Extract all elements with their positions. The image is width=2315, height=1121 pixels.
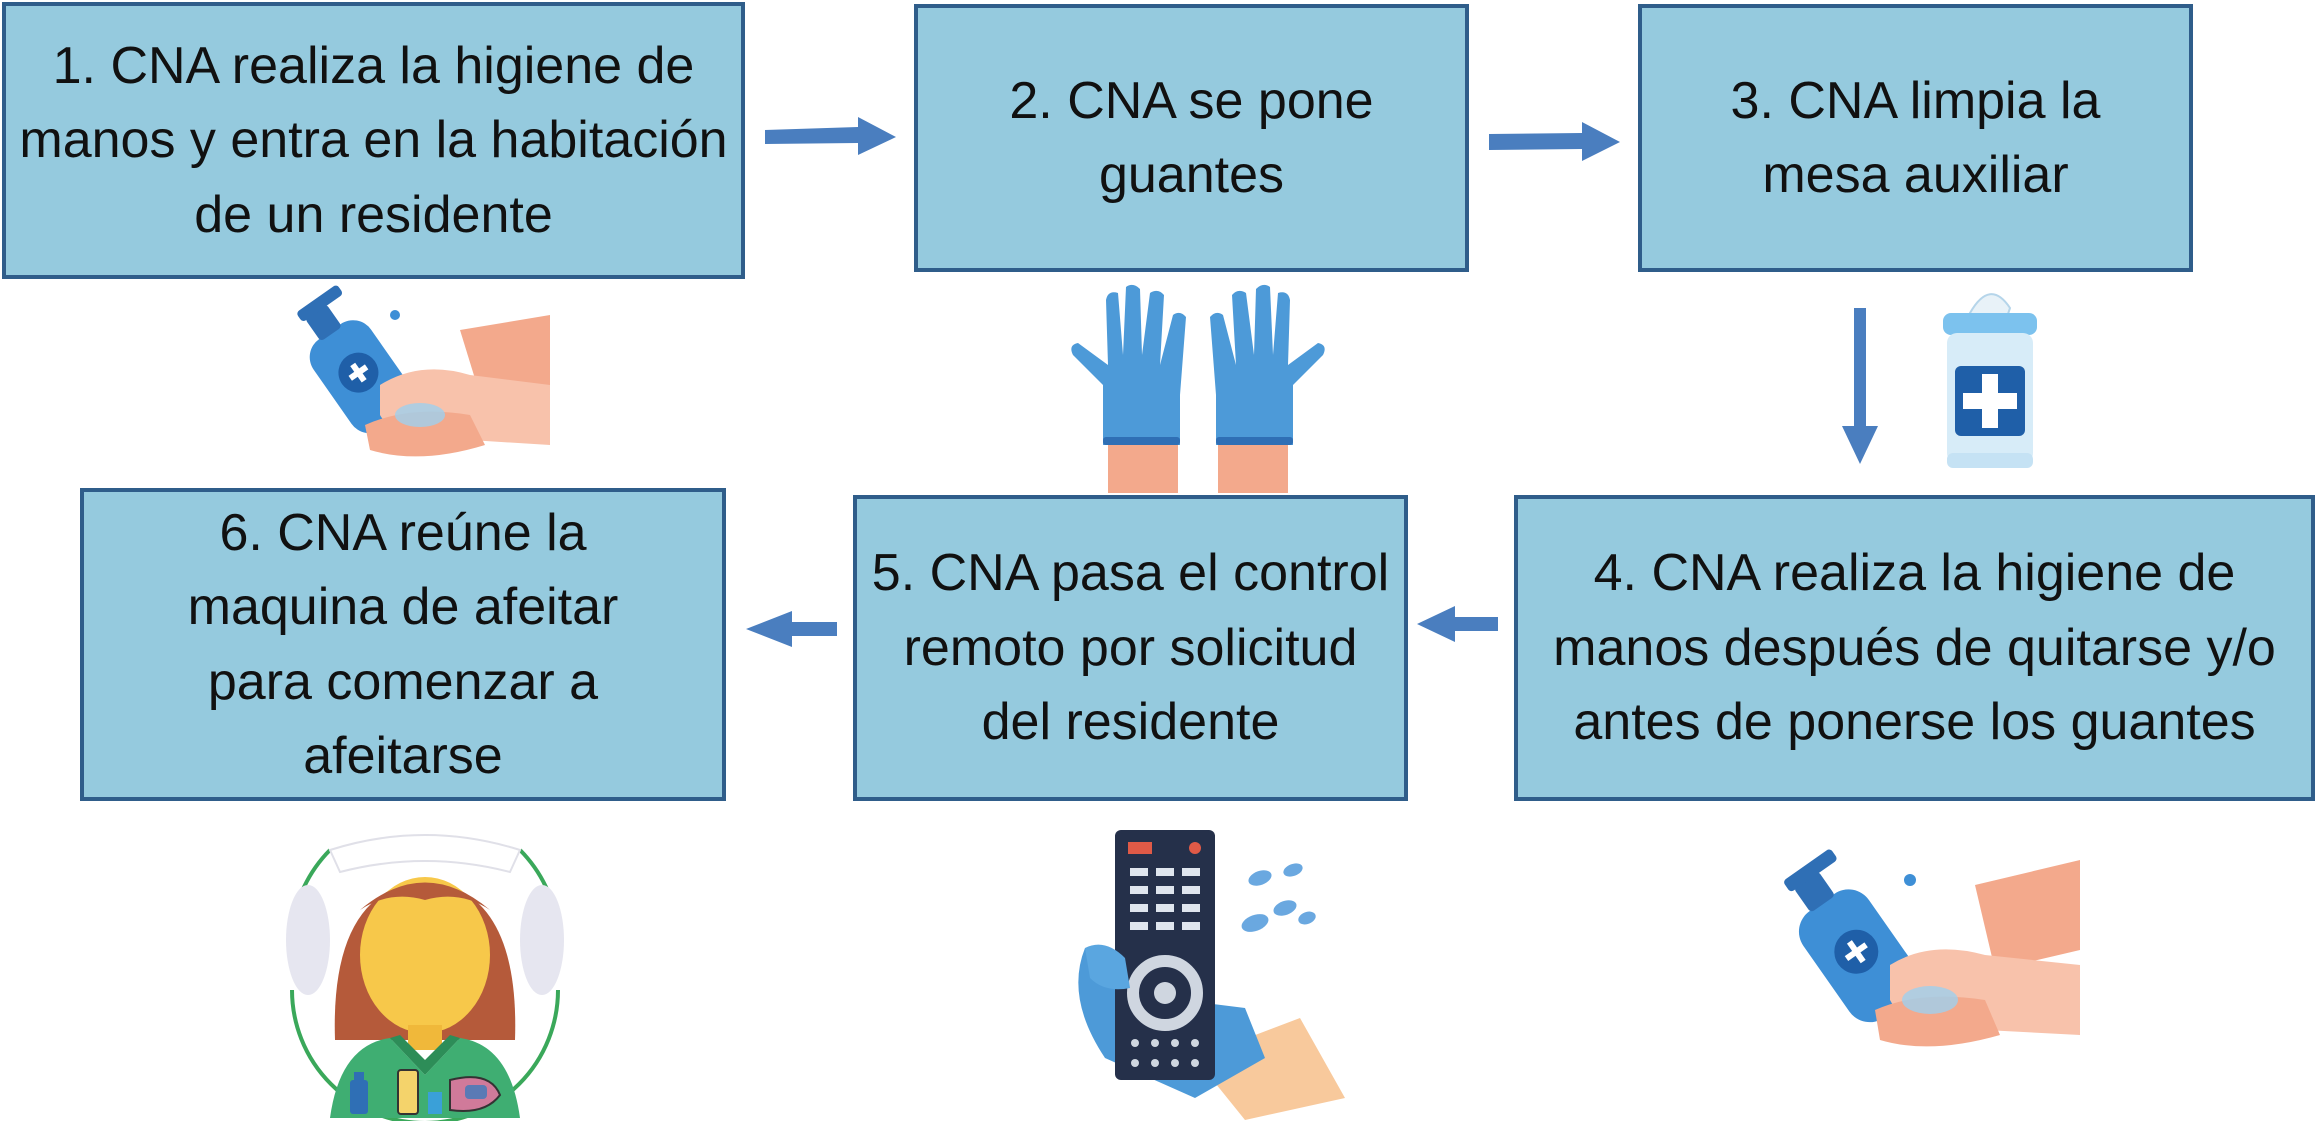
arrow-step-1-to-2 <box>765 117 896 155</box>
step-4-box: 4. CNA realiza la higiene de manos despu… <box>1514 495 2315 801</box>
step-2-label: 2. CNA se pone guantes <box>1009 71 1374 204</box>
nurse-shaving-icon <box>286 834 564 1121</box>
step-6-box: 6. CNA reúne la maquina de afeitar para … <box>80 488 726 801</box>
arrow-step-5-to-6 <box>746 611 837 647</box>
step-3-box: 3. CNA limpia la mesa auxiliar <box>1638 4 2193 272</box>
step-4-label: 4. CNA realiza la higiene de manos despu… <box>1553 544 2276 752</box>
step-5-label: 5. CNA pasa el control remoto por solici… <box>871 544 1390 752</box>
hand-sanitizer-icon <box>1784 849 2080 1047</box>
remote-control-icon <box>1078 830 1345 1120</box>
arrow-step-4-to-5 <box>1417 606 1498 642</box>
step-6-label: 6. CNA reúne la maquina de afeitar para … <box>187 503 619 785</box>
arrow-step-2-to-3 <box>1489 122 1620 161</box>
step-3-label: 3. CNA limpia la mesa auxiliar <box>1730 71 2101 204</box>
step-5-box: 5. CNA pasa el control remoto por solici… <box>853 495 1408 801</box>
step-1-label: 1. CNA realiza la higiene de manos y ent… <box>19 36 728 244</box>
hand-sanitizer-icon <box>297 285 550 457</box>
step-1-box: 1. CNA realiza la higiene de manos y ent… <box>2 2 745 279</box>
step-2-box: 2. CNA se pone guantes <box>914 4 1469 272</box>
arrow-step-3-to-4 <box>1842 308 1878 464</box>
gloves-icon <box>1071 284 1325 493</box>
disinfectant-wipes-icon <box>1943 293 2037 468</box>
